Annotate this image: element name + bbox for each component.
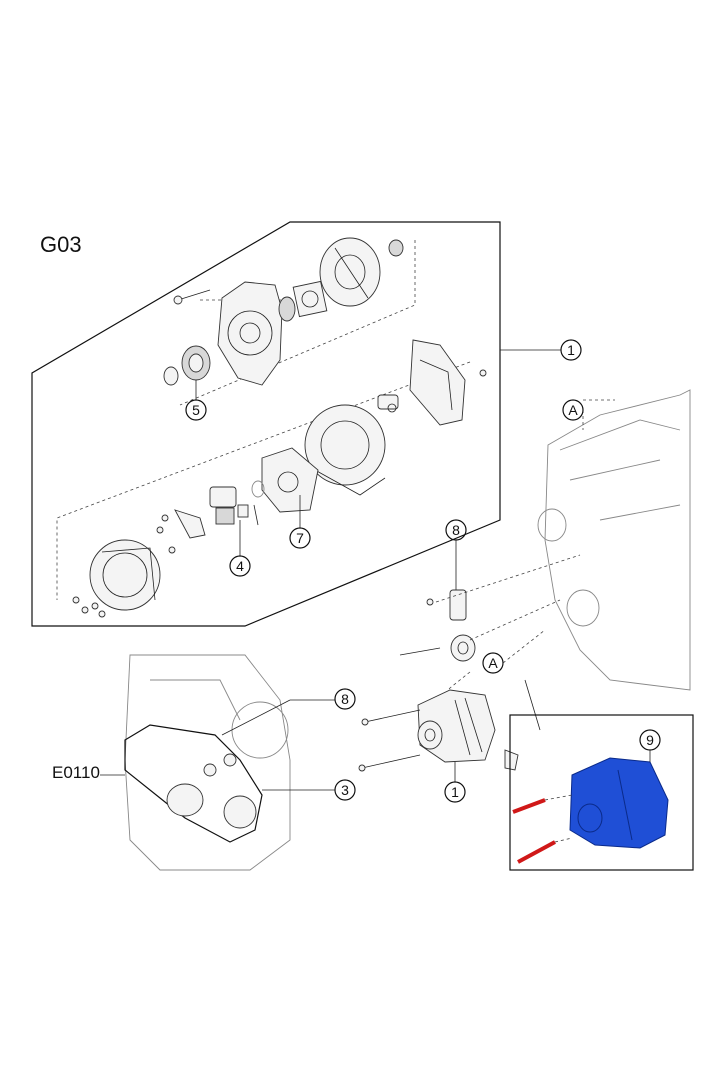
terminal-bracket [174,509,206,539]
callout-a-upper: A [562,399,615,430]
highlighted-bolts [512,794,573,864]
tensioner-bolts [399,598,441,656]
highlighted-bolt-upper [512,798,546,814]
regulator-part [209,486,249,525]
pulley-nut [163,366,179,386]
front-bearing [278,296,296,322]
callout-9: 9 [639,729,661,762]
fan-housing [89,539,161,611]
callout-9-text: 9 [646,732,654,748]
alternator-mount-bolts [358,709,421,772]
drive-end-housing [217,281,283,386]
callout-a-lower-text: A [488,655,498,671]
callout-7-text: 7 [296,530,304,546]
engine-front-view [124,654,291,871]
engine-block [537,389,691,691]
small-screws [156,514,176,554]
callout-1-lower-text: 1 [451,784,459,800]
brush-pin [253,504,259,526]
callout-3: 3 [262,779,356,801]
callout-4: 4 [229,520,251,577]
callout-8-upper: 8 [445,519,467,590]
callout-3-text: 3 [341,782,349,798]
alternator-assembly [417,689,496,763]
tensioner-guide-lines [435,554,581,641]
highlighted-alternator-body [569,757,669,849]
reference-label-e0110: E0110 [52,763,100,782]
callout-1-lower: 1 [444,762,466,803]
bearing-plate [292,280,328,318]
belt-tensioner [449,589,476,662]
highlighted-bolt-lower [517,840,556,864]
drive-belt [124,724,263,843]
callout-5-text: 5 [192,402,200,418]
callout-7: 7 [289,495,311,549]
callout-4-text: 4 [236,558,244,574]
callout-8-lower-text: 8 [341,691,349,707]
exploded-view-frame [31,221,501,627]
rotor-assembly [319,237,381,307]
callout-1-upper-text: 1 [567,342,575,358]
callout-a-upper-text: A [568,402,578,418]
rectifier-part [261,447,319,513]
callout-8-upper-text: 8 [452,522,460,538]
housing-screws [72,596,106,618]
cover-screw [479,369,487,377]
terminal-insulator [377,394,399,413]
alternator-connector [504,679,541,771]
pulley-part [181,345,211,381]
rear-bolt [173,289,211,305]
highlight-box [509,714,694,871]
rear-bearing [388,239,404,257]
stator-ring [251,480,265,498]
callout-1-upper: 1 [500,339,582,361]
callout-a-lower: A [439,629,546,701]
callout-8-lower: 8 [221,688,356,736]
rear-cover [409,339,466,426]
highlighted-alternator [569,757,669,849]
callout-5: 5 [185,380,207,421]
group-label-g03: G03 [40,232,82,257]
stator-rear-housing [304,404,386,496]
